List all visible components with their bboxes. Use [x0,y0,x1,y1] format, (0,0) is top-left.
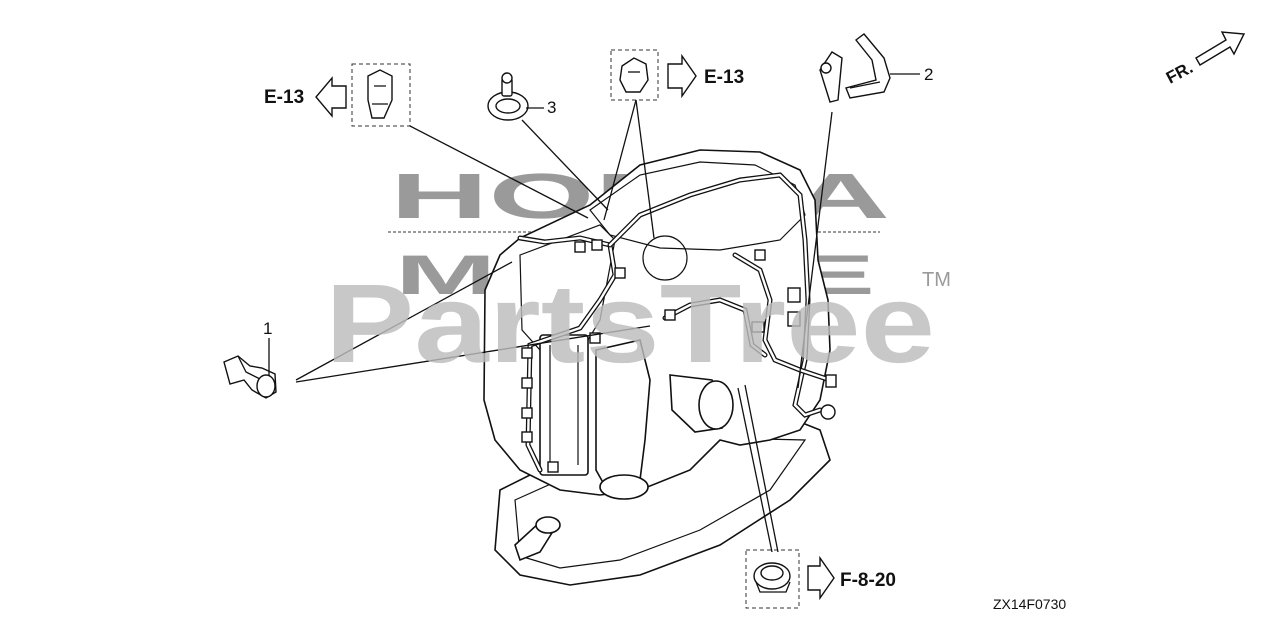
ref-left-e13[interactable]: E-13 [264,63,411,127]
ref-left-e13-clip [367,69,393,119]
ref-top-e13-clip [619,57,649,93]
ref-top-e13-box [610,49,659,101]
cylinder-port-end [698,380,734,430]
ref-top-e13-label: E-13 [704,67,744,88]
part-1-number: 1 [263,319,272,338]
ref-bottom-f820-pointer-b [744,384,779,553]
ref-top-e13-pointer-b [635,99,655,239]
part-3-number: 3 [547,98,556,117]
front-direction-arrow [1195,31,1246,66]
part-3-hose-clamp[interactable] [487,72,529,121]
intake-pipe [595,339,651,497]
ref-bottom-f820-label: F-8-20 [840,570,896,591]
ref-top-e13-pointer-a [603,99,637,221]
ref-left-e13-label: E-13 [264,87,304,108]
front-direction-indicator: FR. [1163,31,1246,88]
ref-bottom-f820-pointer-a [737,387,773,553]
diagram-code: ZX14F0730 [993,596,1066,612]
engine-round-cover [642,235,688,281]
engine-illustration [483,149,837,586]
partstree-watermark: PartsTree TM [325,261,951,386]
front-direction-label: FR. [1163,58,1196,88]
ref-bottom-f820[interactable]: F-8-20 [745,549,896,609]
ref-left-e13-box [351,63,411,127]
part-3-pointer [521,119,609,211]
part-2-number: 2 [924,65,933,84]
harness-connectors [521,239,837,473]
ref-top-e13-arrow [667,53,697,99]
part-2-strap-clamp[interactable] [819,33,891,103]
part-1-clip[interactable] [223,355,277,399]
watermark-trademark: TM [922,269,951,291]
drain-spigot-end [535,516,561,534]
ref-left-e13-pointer [409,125,589,219]
ref-left-e13-arrow [315,76,347,118]
ref-bottom-f820-arrow [807,555,835,601]
part-2-pointer [797,111,833,389]
watermark-brand: PartsTree [325,261,935,386]
part-1-pointer-b [295,325,651,383]
ref-top-e13[interactable]: E-13 [610,49,744,101]
engine-top-cover [589,161,806,251]
intake-pipe-end [599,474,649,500]
ref-bottom-f820-box [745,549,800,609]
part-1-pointer-a [295,261,513,381]
